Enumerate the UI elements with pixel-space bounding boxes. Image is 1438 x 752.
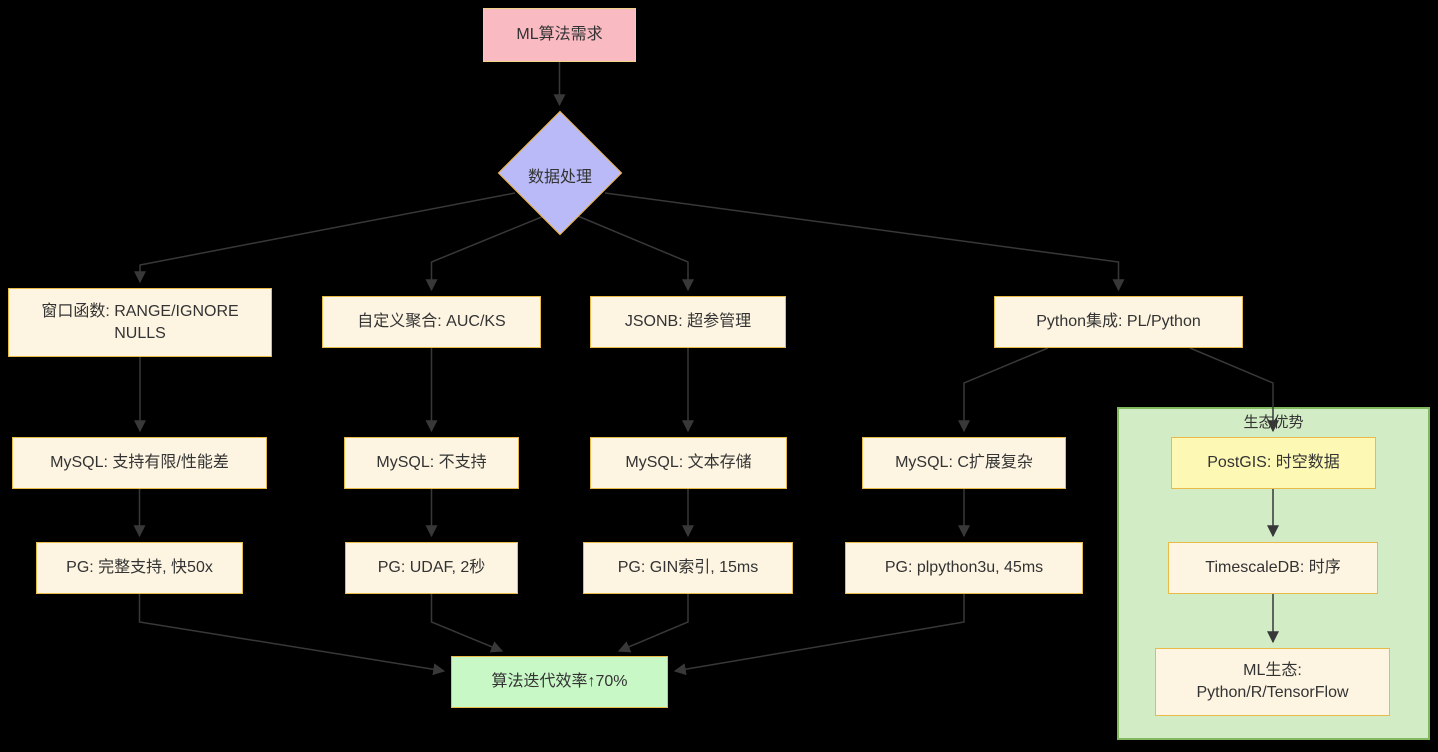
node-result-efficiency: 算法迭代效率↑70% bbox=[451, 656, 668, 708]
node-jsonb: JSONB: 超参管理 bbox=[590, 296, 786, 348]
subgraph-ecosystem-label: 生态优势 bbox=[1243, 414, 1304, 431]
node-ml-requirement: ML算法需求 bbox=[483, 8, 636, 62]
node-python-integration: Python集成: PL/Python bbox=[994, 296, 1243, 348]
edge-pgpy-result bbox=[673, 593, 965, 676]
node-mysql-aggregate: MySQL: 不支持 bbox=[344, 437, 519, 489]
edge-pgwin-result bbox=[138, 593, 446, 676]
node-ml-ecosystem: ML生态: Python/R/TensorFlow bbox=[1155, 648, 1390, 716]
edge-pgjsonb-result bbox=[617, 593, 689, 653]
node-mysql-window: MySQL: 支持有限/性能差 bbox=[12, 437, 267, 489]
node-timescaledb: TimescaleDB: 时序 bbox=[1168, 542, 1378, 594]
node-pg-window: PG: 完整支持, 快50x bbox=[36, 542, 243, 594]
edge-pyint-postgis bbox=[1189, 347, 1279, 433]
node-pg-python: PG: plpython3u, 45ms bbox=[845, 542, 1083, 594]
edge-pgagg-result bbox=[430, 593, 504, 653]
edge-decision-customagg bbox=[425, 213, 550, 292]
edge-pyint-mysqlpy bbox=[958, 347, 1049, 433]
node-pg-jsonb: PG: GIN索引, 15ms bbox=[583, 542, 793, 594]
edge-decision-jsonb bbox=[572, 213, 694, 292]
node-decision-label: 数据处理 bbox=[527, 169, 592, 186]
node-custom-aggregate: 自定义聚合: AUC/KS bbox=[322, 296, 541, 348]
node-window-functions: 窗口函数: RANGE/IGNORE NULLS bbox=[8, 288, 272, 357]
node-mysql-python: MySQL: C扩展复杂 bbox=[862, 437, 1066, 489]
node-pg-aggregate: PG: UDAF, 2秒 bbox=[345, 542, 518, 594]
edge-decision-winfn bbox=[134, 192, 516, 284]
node-postgis: PostGIS: 时空数据 bbox=[1171, 437, 1376, 489]
edge-decision-pyint bbox=[604, 192, 1125, 292]
node-mysql-jsonb: MySQL: 文本存储 bbox=[590, 437, 787, 489]
